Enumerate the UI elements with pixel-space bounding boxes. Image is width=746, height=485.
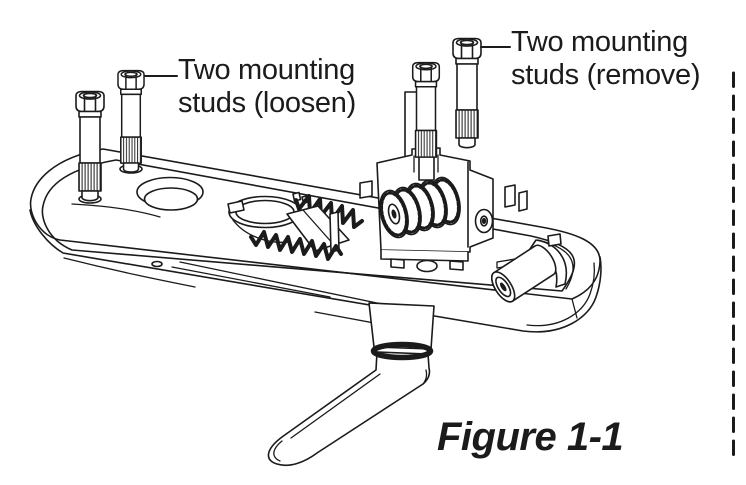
mounting-studs xyxy=(75,37,482,204)
cam-ring xyxy=(227,191,310,243)
plate-hole-small-left xyxy=(151,260,163,268)
post-ring xyxy=(370,341,434,361)
figure-caption: Figure 1-1 xyxy=(437,415,624,459)
dial-wheels xyxy=(379,176,461,239)
label-studs-loosen: Two mounting studs (loosen) xyxy=(178,54,356,119)
mounting-stud-loosen-2 xyxy=(117,69,145,164)
lever-handle-assembly xyxy=(267,302,435,467)
mounting-stud-remove-free xyxy=(452,37,482,139)
bolt-slide xyxy=(286,205,350,253)
label-studs-remove: Two mounting studs (remove) xyxy=(511,26,701,91)
coil-spring-upper xyxy=(294,194,364,229)
plate-hole-large xyxy=(136,176,204,211)
mounting-stud-remove-installed xyxy=(411,61,441,158)
lever-grip xyxy=(267,351,431,467)
coil-spring-lower xyxy=(249,230,343,261)
mounting-stud-loosen-1 xyxy=(75,90,105,192)
roller xyxy=(490,244,557,303)
plate-hole-small-right xyxy=(416,259,438,273)
